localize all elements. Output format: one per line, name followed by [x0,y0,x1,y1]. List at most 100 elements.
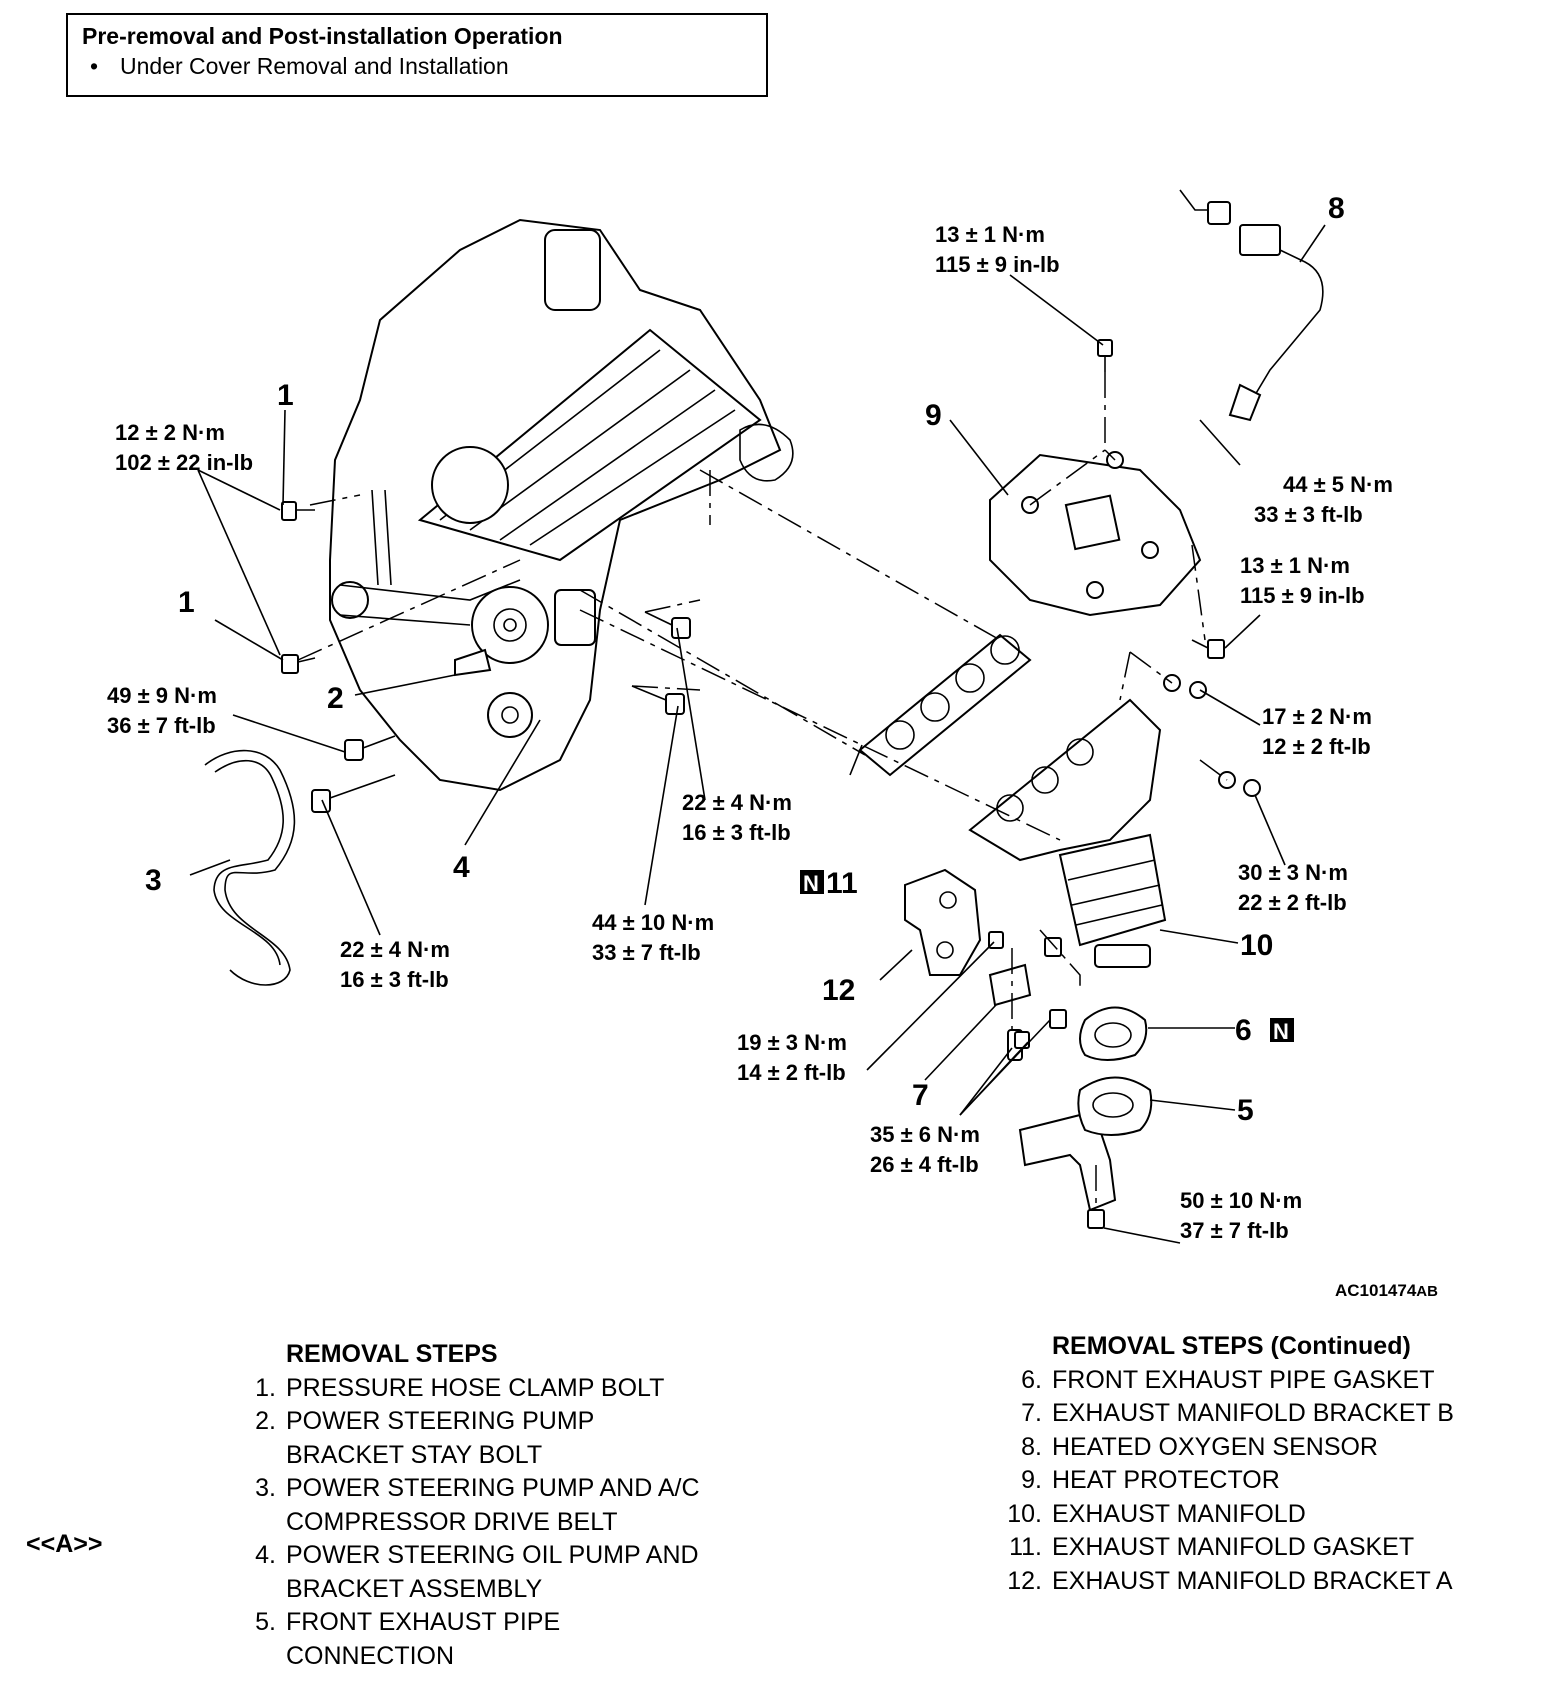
torque-imperial: 14 ± 2 ft-lb [737,1060,846,1085]
torque-nm: 12 ± 2 N·m [115,420,225,445]
torque-imperial: 26 ± 4 ft-lb [870,1152,979,1177]
new-part-marker-6 [1270,1018,1294,1042]
torque-imperial: 102 ± 22 in-lb [115,450,253,475]
pre-removal-item-text: Under Cover Removal and Installation [120,53,509,79]
removal-step: 4. POWER STEERING OIL PUMP AND [228,1539,700,1573]
removal-steps: REMOVAL STEPS 1. PRESSURE HOSE CLAMP BOLT… [228,1338,700,1673]
torque-spec: 19 ± 3 N·m 14 ± 2 ft-lb [737,1030,847,1085]
callout-1-left: 1 [178,586,195,619]
callout-10: 10 [1240,929,1273,962]
torque-nm: 44 ± 10 N·m [592,910,714,935]
removal-step: 9.HEAT PROTECTOR [982,1464,1454,1498]
callout-4: 4 [453,851,470,884]
torque-spec: 17 ± 2 N·m 12 ± 2 ft-lb [1262,704,1372,759]
torque-nm: 35 ± 6 N·m [870,1122,980,1147]
torque-spec: 44 ± 10 N·m 33 ± 7 ft-lb [592,910,714,965]
figure-id-suffix: AB [1416,1283,1438,1300]
removal-step: 6. FRONT EXHAUST PIPE GASKET [982,1364,1454,1398]
removal-steps-continued-title: REMOVAL STEPS (Continued) [1052,1332,1411,1360]
torque-nm: 17 ± 2 N·m [1262,704,1372,729]
callout-8: 8 [1328,192,1345,225]
removal-step: 12. EXHAUST MANIFOLD BRACKET A [982,1565,1454,1599]
torque-spec: 12 ± 2 N·m 102 ± 22 in-lb [115,420,253,475]
removal-steps-continued: REMOVAL STEPS (Continued) 6. FRONT EXHAUS… [982,1330,1454,1598]
step-number: 4. [255,1541,276,1569]
torque-spec: 30 ± 3 N·m 22 ± 2 ft-lb [1238,860,1348,915]
callout-11: 11 [826,867,858,900]
step-number: 6. [1021,1365,1042,1394]
removal-step: 3.POWER STEERING PUMP AND A/C [228,1472,699,1506]
step-number: 12. [1007,1566,1042,1595]
torque-nm: 13 ± 1 N·m [1240,553,1350,578]
new-part-marker-11-letter: N [803,871,819,896]
torque-nm: 22 ± 4 N·m [340,937,450,962]
removal-step: 1. PRESSURE HOSE CLAMP BOLT [228,1372,700,1406]
step-text: EXHAUST MANIFOLD [1052,1499,1306,1528]
removal-step: 5. FRONT EXHAUST PIPE [228,1606,700,1640]
engine-assembly-illustration [329,218,794,792]
figure-id-main: AC101474 [1335,1281,1417,1300]
manifold-bracket-a-illustration [904,868,982,976]
bullet-icon: • [90,53,99,79]
torque-nm: 50 ± 10 N·m [1180,1188,1302,1213]
step-text: POWER STEERING PUMP [286,1407,595,1435]
step-text: EXHAUST MANIFOLD GASKET [1052,1533,1415,1561]
step-number: 7. [1021,1399,1042,1427]
torque-imperial: 16 ± 3 ft-lb [682,820,791,845]
step-number: 2. [255,1407,276,1435]
figure-id: AC101474AB [1335,1281,1438,1300]
torque-spec: 35 ± 6 N·m 26 ± 4 ft-lb [870,1122,980,1177]
step-number: 10. [1007,1499,1042,1528]
torque-nm: 19 ± 3 N·m [737,1030,847,1055]
step-text: POWER STEERING OIL PUMP AND [286,1541,699,1569]
fasteners-illustration [281,339,1261,1229]
step-text: BRACKET ASSEMBLY [286,1574,543,1603]
step-number: 11. [1009,1533,1042,1561]
torque-imperial: 33 ± 7 ft-lb [592,940,701,965]
step-text: HEATED OXYGEN SENSOR [1052,1432,1378,1461]
step-number: 5. [255,1608,276,1636]
step-text: FRONT EXHAUST PIPE [286,1608,561,1636]
torque-spec: 13 ± 1 N·m 115 ± 9 in-lb [935,222,1060,277]
step-text: EXHAUST MANIFOLD BRACKET A [1052,1566,1453,1595]
step-text: FRONT EXHAUST PIPE GASKET [1052,1365,1435,1394]
pre-removal-item: • Under Cover Removal and Installation [82,51,752,81]
removal-steps-title: REMOVAL STEPS [286,1340,498,1368]
new-part-marker-11 [800,870,824,894]
drive-belt-illustration [204,749,296,986]
torque-imperial: 37 ± 7 ft-lb [1180,1218,1289,1243]
new-part-marker-6-letter: N [1273,1019,1289,1044]
step-number: 3. [255,1474,276,1502]
step-text: HEAT PROTECTOR [1052,1466,1280,1494]
exhaust-manifold-illustration [968,698,1167,968]
torque-imperial: 16 ± 3 ft-lb [340,967,449,992]
callout-9: 9 [925,399,942,432]
callout-12: 12 [822,974,855,1007]
callout-7: 7 [912,1079,929,1112]
torque-imperial: 115 ± 9 in-lb [1240,583,1365,608]
torque-spec: 50 ± 10 N·m 37 ± 7 ft-lb [1180,1188,1302,1243]
leader-lines [189,224,1326,1244]
torque-nm: 22 ± 4 N·m [682,790,792,815]
removal-step: 10. EXHAUST MANIFOLD [982,1498,1454,1532]
manifold-bracket-b-illustration [988,963,1032,1061]
callout-5: 5 [1237,1094,1254,1127]
removal-step: 2. POWER STEERING PUMP [228,1405,700,1439]
torque-nm: 13 ± 1 N·m [935,222,1045,247]
torque-nm: 49 ± 9 N·m [107,683,217,708]
step-text: EXHAUST MANIFOLD BRACKET B [1052,1399,1454,1427]
alignment-lines [297,372,1228,1210]
callout-2: 2 [327,682,344,715]
front-exhaust-pipe-gasket-illustration [1079,1006,1148,1061]
step-number: 8. [1021,1432,1042,1461]
step-text: PRESSURE HOSE CLAMP BOLT [286,1373,665,1402]
torque-imperial: 36 ± 7 ft-lb [107,713,216,738]
torque-imperial: 115 ± 9 in-lb [935,252,1060,277]
heat-protector-illustration [989,451,1202,617]
torque-nm: 44 ± 5 N·m [1283,472,1393,497]
step-number: 1. [255,1373,276,1402]
step-text: COMPRESSOR DRIVE BELT [286,1507,618,1536]
pre-removal-title: Pre-removal and Post-installation Operat… [82,23,563,49]
torque-spec: 44 ± 5 N·m 33 ± 3 ft-lb [1254,472,1393,527]
removal-step: 11. EXHAUST MANIFOLD GASKET [982,1531,1454,1565]
